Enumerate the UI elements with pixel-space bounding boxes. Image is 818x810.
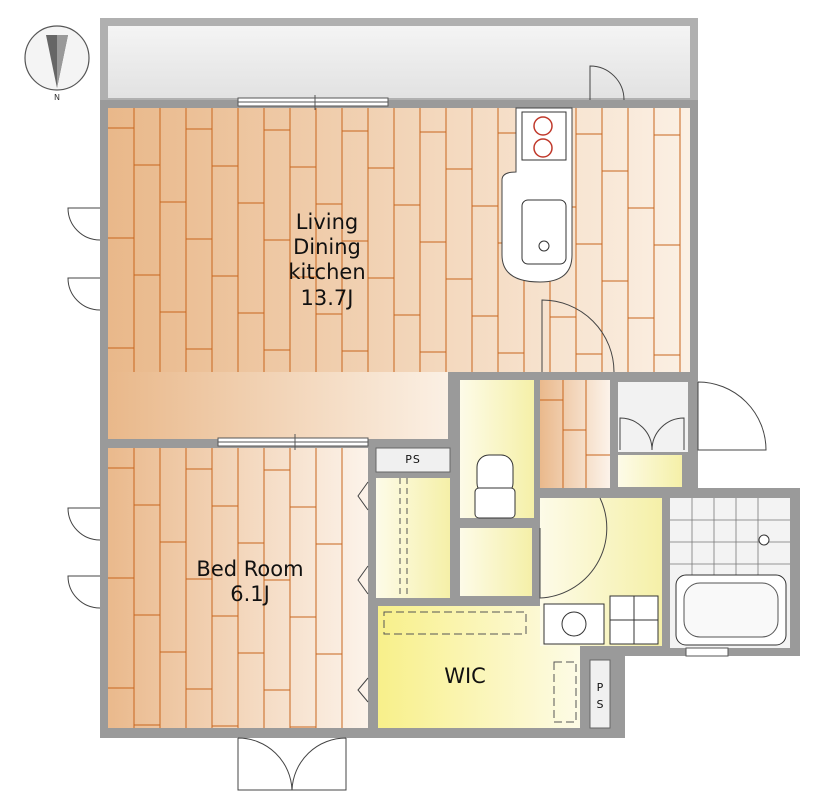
windows	[217, 95, 729, 657]
ldk-label-line1: Living	[295, 210, 359, 234]
balcony	[100, 18, 698, 102]
stove-burner-icon	[533, 116, 553, 136]
closet	[376, 478, 450, 598]
compass-north-label: N	[54, 93, 60, 102]
entrance-step	[618, 455, 682, 487]
pipe-space-side-label: P S	[590, 680, 610, 713]
toilet-tank-icon	[474, 487, 516, 519]
stove-burner-icon	[533, 138, 553, 158]
bedroom-floor	[108, 448, 368, 728]
pipe-space-side	[589, 659, 611, 729]
toilet-room	[460, 380, 534, 519]
bedroom-area: 6.1J	[230, 582, 270, 607]
kitchen-counter	[501, 107, 573, 283]
pipe-space-top-label: PS	[405, 453, 421, 466]
kitchen-sink-icon	[521, 199, 567, 265]
pipe-space-side-label-line1: P	[596, 681, 604, 694]
shower-icon	[758, 534, 770, 546]
wic-label: WIC	[444, 664, 486, 688]
pipe-space-side-label-line2: S	[596, 697, 604, 711]
washroom	[540, 498, 662, 646]
doors	[67, 65, 767, 791]
ldk-area: 13.7J	[300, 285, 354, 310]
ldk-floor	[108, 108, 690, 439]
bathroom	[670, 498, 790, 648]
bedroom-label: Bed Room 6.1J	[170, 557, 330, 607]
compass: N	[24, 25, 90, 102]
ldk-label-line2: Dining	[293, 235, 361, 260]
ldk-label: Living Dining kitchen 13.7J	[262, 210, 392, 311]
pipe-space-top	[375, 447, 451, 473]
storage-small	[460, 528, 532, 596]
bedroom-name: Bed Room	[196, 557, 304, 581]
ldk-label-line3: kitchen	[288, 260, 366, 285]
